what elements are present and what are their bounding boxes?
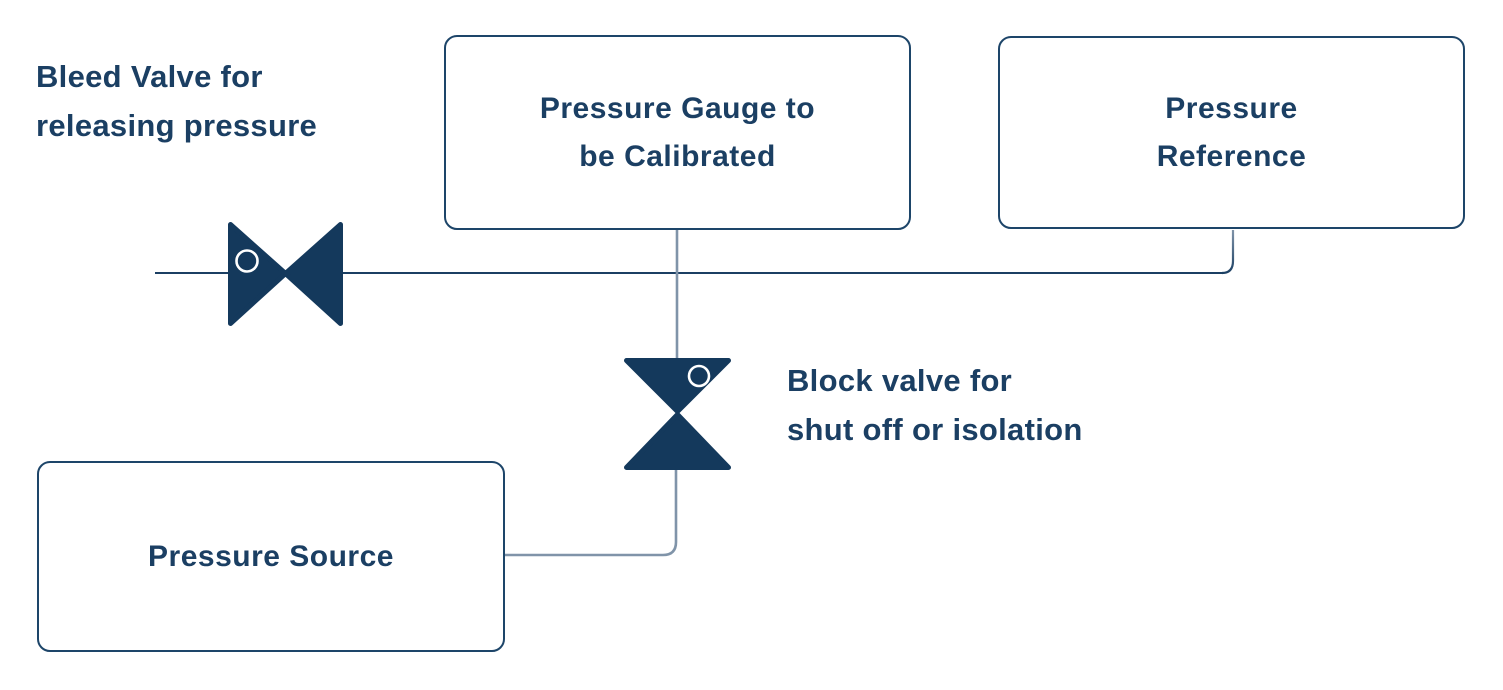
block-valve-callout-line2: shut off or isolation — [787, 412, 1083, 447]
source-connector-line — [505, 468, 678, 557]
pressure-reference-label-line2: Reference — [1156, 139, 1307, 173]
pressure-source-box: Pressure Source — [37, 461, 505, 652]
pressure-reference-box: Pressure Reference — [998, 36, 1465, 229]
bleed-valve-callout: Bleed Valve for releasing pressure — [36, 52, 317, 150]
block-marker-circle — [687, 364, 711, 388]
pressure-gauge-box: Pressure Gauge to be Calibrated — [444, 35, 911, 230]
pressure-gauge-label-line2: be Calibrated — [579, 139, 776, 173]
reference-connector-line — [1221, 230, 1235, 275]
bleed-valve-callout-line1: Bleed Valve for — [36, 59, 263, 94]
pressure-gauge-label-line1: Pressure Gauge to — [539, 91, 816, 125]
block-valve-callout: Block valve for shut off or isolation — [787, 356, 1083, 454]
pressure-reference-label-line1: Pressure — [1165, 91, 1298, 125]
block-valve-callout-line1: Block valve for — [787, 363, 1013, 398]
bleed-marker-circle — [235, 249, 259, 273]
pressure-source-label: Pressure Source — [148, 539, 394, 573]
valve-bowtie-horizontal-icon — [228, 222, 343, 326]
bleed-valve-callout-line2: releasing pressure — [36, 108, 318, 143]
